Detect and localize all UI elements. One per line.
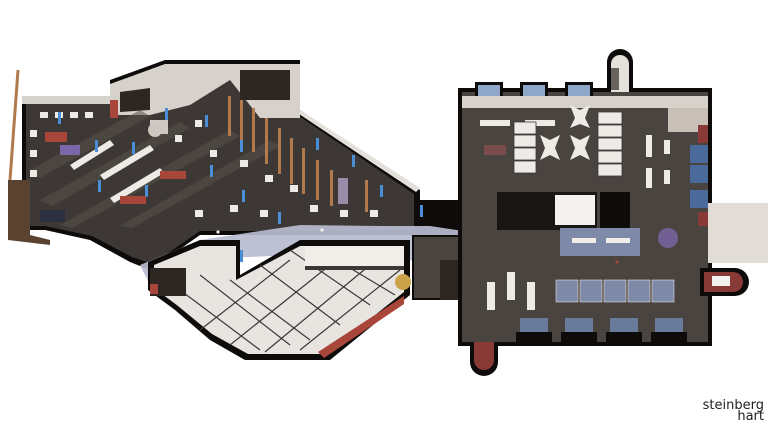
steinberghart-logo: steinberg hart bbox=[700, 398, 764, 424]
logo-line-2: hart bbox=[737, 409, 764, 424]
logo-line-1: steinberg bbox=[702, 398, 764, 413]
central-link bbox=[395, 235, 467, 300]
lounge-furniture bbox=[45, 123, 348, 204]
east-wing bbox=[458, 49, 712, 376]
private-offices bbox=[148, 240, 410, 360]
west-wing bbox=[8, 60, 465, 270]
east-terrace bbox=[708, 203, 768, 263]
bookshelves bbox=[228, 96, 368, 212]
desks-west bbox=[30, 112, 378, 222]
